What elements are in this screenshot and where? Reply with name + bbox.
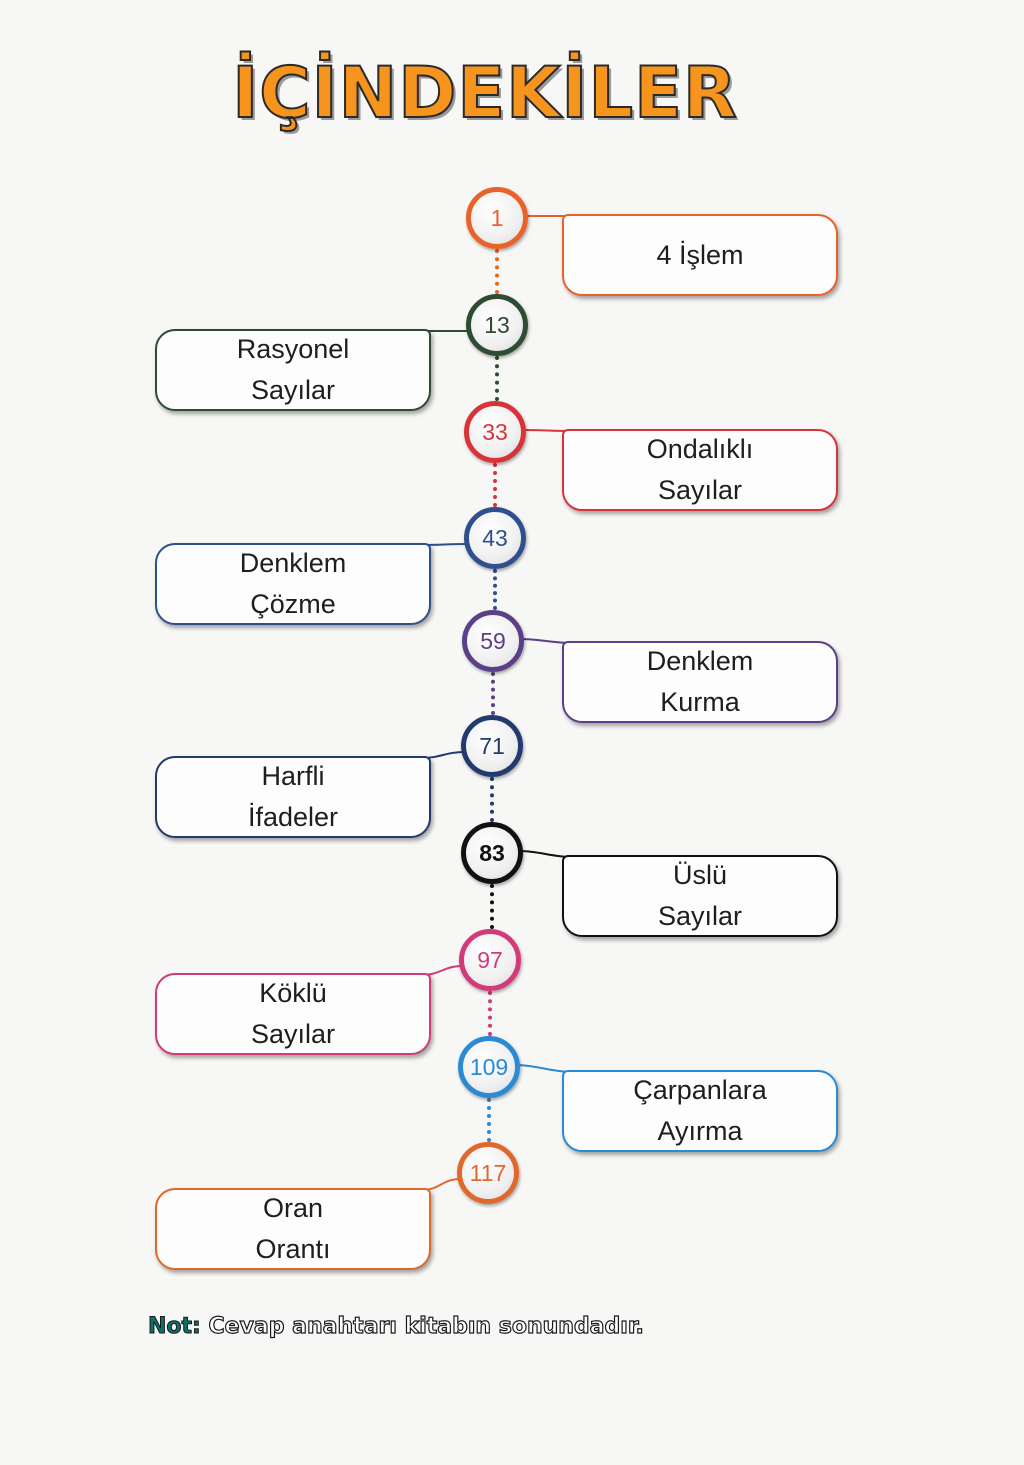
toc-entry-label: Denklem Kurma — [562, 641, 838, 723]
toc-entry-label: Üslü Sayılar — [562, 855, 838, 937]
toc-entry-label: Oran Orantı — [155, 1188, 431, 1270]
page-title: İÇİNDEKİLER — [231, 52, 738, 134]
toc-entry-label: Harfli İfadeler — [155, 756, 431, 838]
toc-entry-label: Denklem Çözme — [155, 543, 431, 625]
toc-page-number: 109 — [458, 1036, 520, 1098]
toc-page-number: 59 — [462, 610, 524, 672]
toc-entry-label: Rasyonel Sayılar — [155, 329, 431, 411]
toc-entry-label: Ondalıklı Sayılar — [562, 429, 838, 511]
toc-page-number: 71 — [461, 715, 523, 777]
dotted-connector — [491, 672, 495, 715]
dotted-connector — [490, 777, 494, 822]
toc-page-number: 97 — [459, 929, 521, 991]
dotted-connector — [495, 356, 499, 401]
toc-page-number: 117 — [457, 1142, 519, 1204]
toc-entry-label: 4 İşlem — [562, 214, 838, 296]
footnote-label: Not: — [148, 1314, 202, 1340]
toc-entry-label: Köklü Sayılar — [155, 973, 431, 1055]
footnote: Not: Cevap anahtarı kitabın sonundadır. — [148, 1313, 645, 1340]
toc-page-number: 43 — [464, 507, 526, 569]
dotted-connector — [495, 249, 499, 294]
toc-page-number: 33 — [464, 401, 526, 463]
dotted-connector — [488, 991, 492, 1036]
dotted-connector — [493, 463, 497, 507]
dotted-connector — [493, 569, 497, 610]
dotted-connector — [487, 1098, 491, 1142]
footnote-text: Cevap anahtarı kitabın sonundadır. — [200, 1313, 645, 1339]
toc-page-number: 83 — [461, 822, 523, 884]
toc-page-number: 13 — [466, 294, 528, 356]
dotted-connector — [490, 884, 494, 929]
toc-page-number: 1 — [466, 187, 528, 249]
toc-entry-label: Çarpanlara Ayırma — [562, 1070, 838, 1152]
